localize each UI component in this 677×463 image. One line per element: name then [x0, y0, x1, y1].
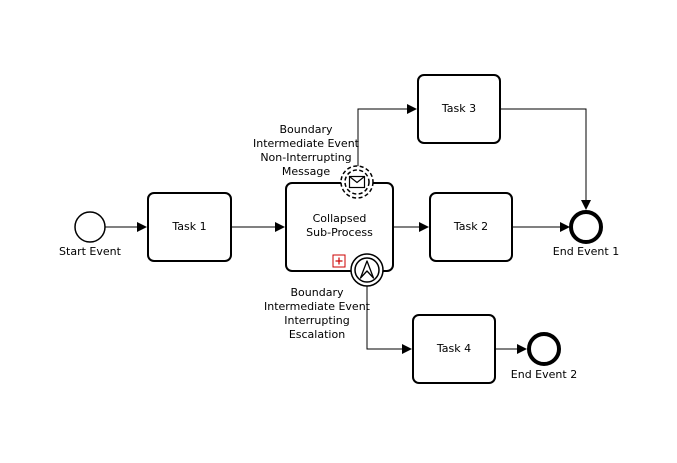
task-3[interactable]: Task 3 — [417, 74, 501, 144]
subprocess-label-line1: Collapsed — [313, 212, 367, 225]
subprocess-label-line2: Sub-Process — [306, 226, 373, 239]
end-event-2-label: End Event 2 — [511, 368, 577, 381]
escalation-icon — [359, 260, 375, 279]
boundary-message-label-line1: Boundary — [280, 123, 333, 136]
boundary-escalation-label-line1: Boundary — [291, 286, 344, 299]
boundary-message-label-line2: Intermediate Event — [253, 137, 360, 150]
task-4-label: Task 4 — [436, 342, 471, 355]
collapse-marker-icon[interactable] — [332, 254, 346, 268]
boundary-message-label-line3: Non-Interrupting — [260, 151, 351, 164]
task-4[interactable]: Task 4 — [412, 314, 496, 384]
start-event[interactable] — [74, 211, 106, 243]
boundary-message-event[interactable] — [340, 165, 374, 199]
flow-task3-to-end1[interactable] — [501, 108, 591, 210]
task-2[interactable]: Task 2 — [429, 192, 513, 262]
collapsed-subprocess[interactable]: Collapsed Sub-Process — [285, 182, 394, 272]
flow-escalation-boundary-to-task4[interactable] — [366, 286, 412, 354]
end-event-1-label: End Event 1 — [553, 245, 619, 258]
end-event-1[interactable] — [569, 210, 603, 244]
boundary-escalation-label-line3: Interrupting — [284, 314, 349, 327]
boundary-message-label-line4: Message — [282, 165, 330, 178]
boundary-escalation-label-line4: Escalation — [289, 328, 345, 341]
flow-message-boundary-to-task3[interactable] — [357, 104, 417, 167]
end-event-2[interactable] — [527, 332, 561, 366]
start-event-label: Start Event — [59, 245, 122, 258]
boundary-escalation-label-line2: Intermediate Event — [264, 300, 371, 313]
task-1[interactable]: Task 1 — [147, 192, 232, 262]
envelope-icon — [348, 175, 366, 189]
sequence-flows — [105, 104, 591, 354]
task-3-label: Task 3 — [441, 102, 476, 115]
task-2-label: Task 2 — [453, 220, 488, 233]
task-1-label: Task 1 — [171, 220, 206, 233]
boundary-escalation-event[interactable] — [350, 253, 384, 287]
